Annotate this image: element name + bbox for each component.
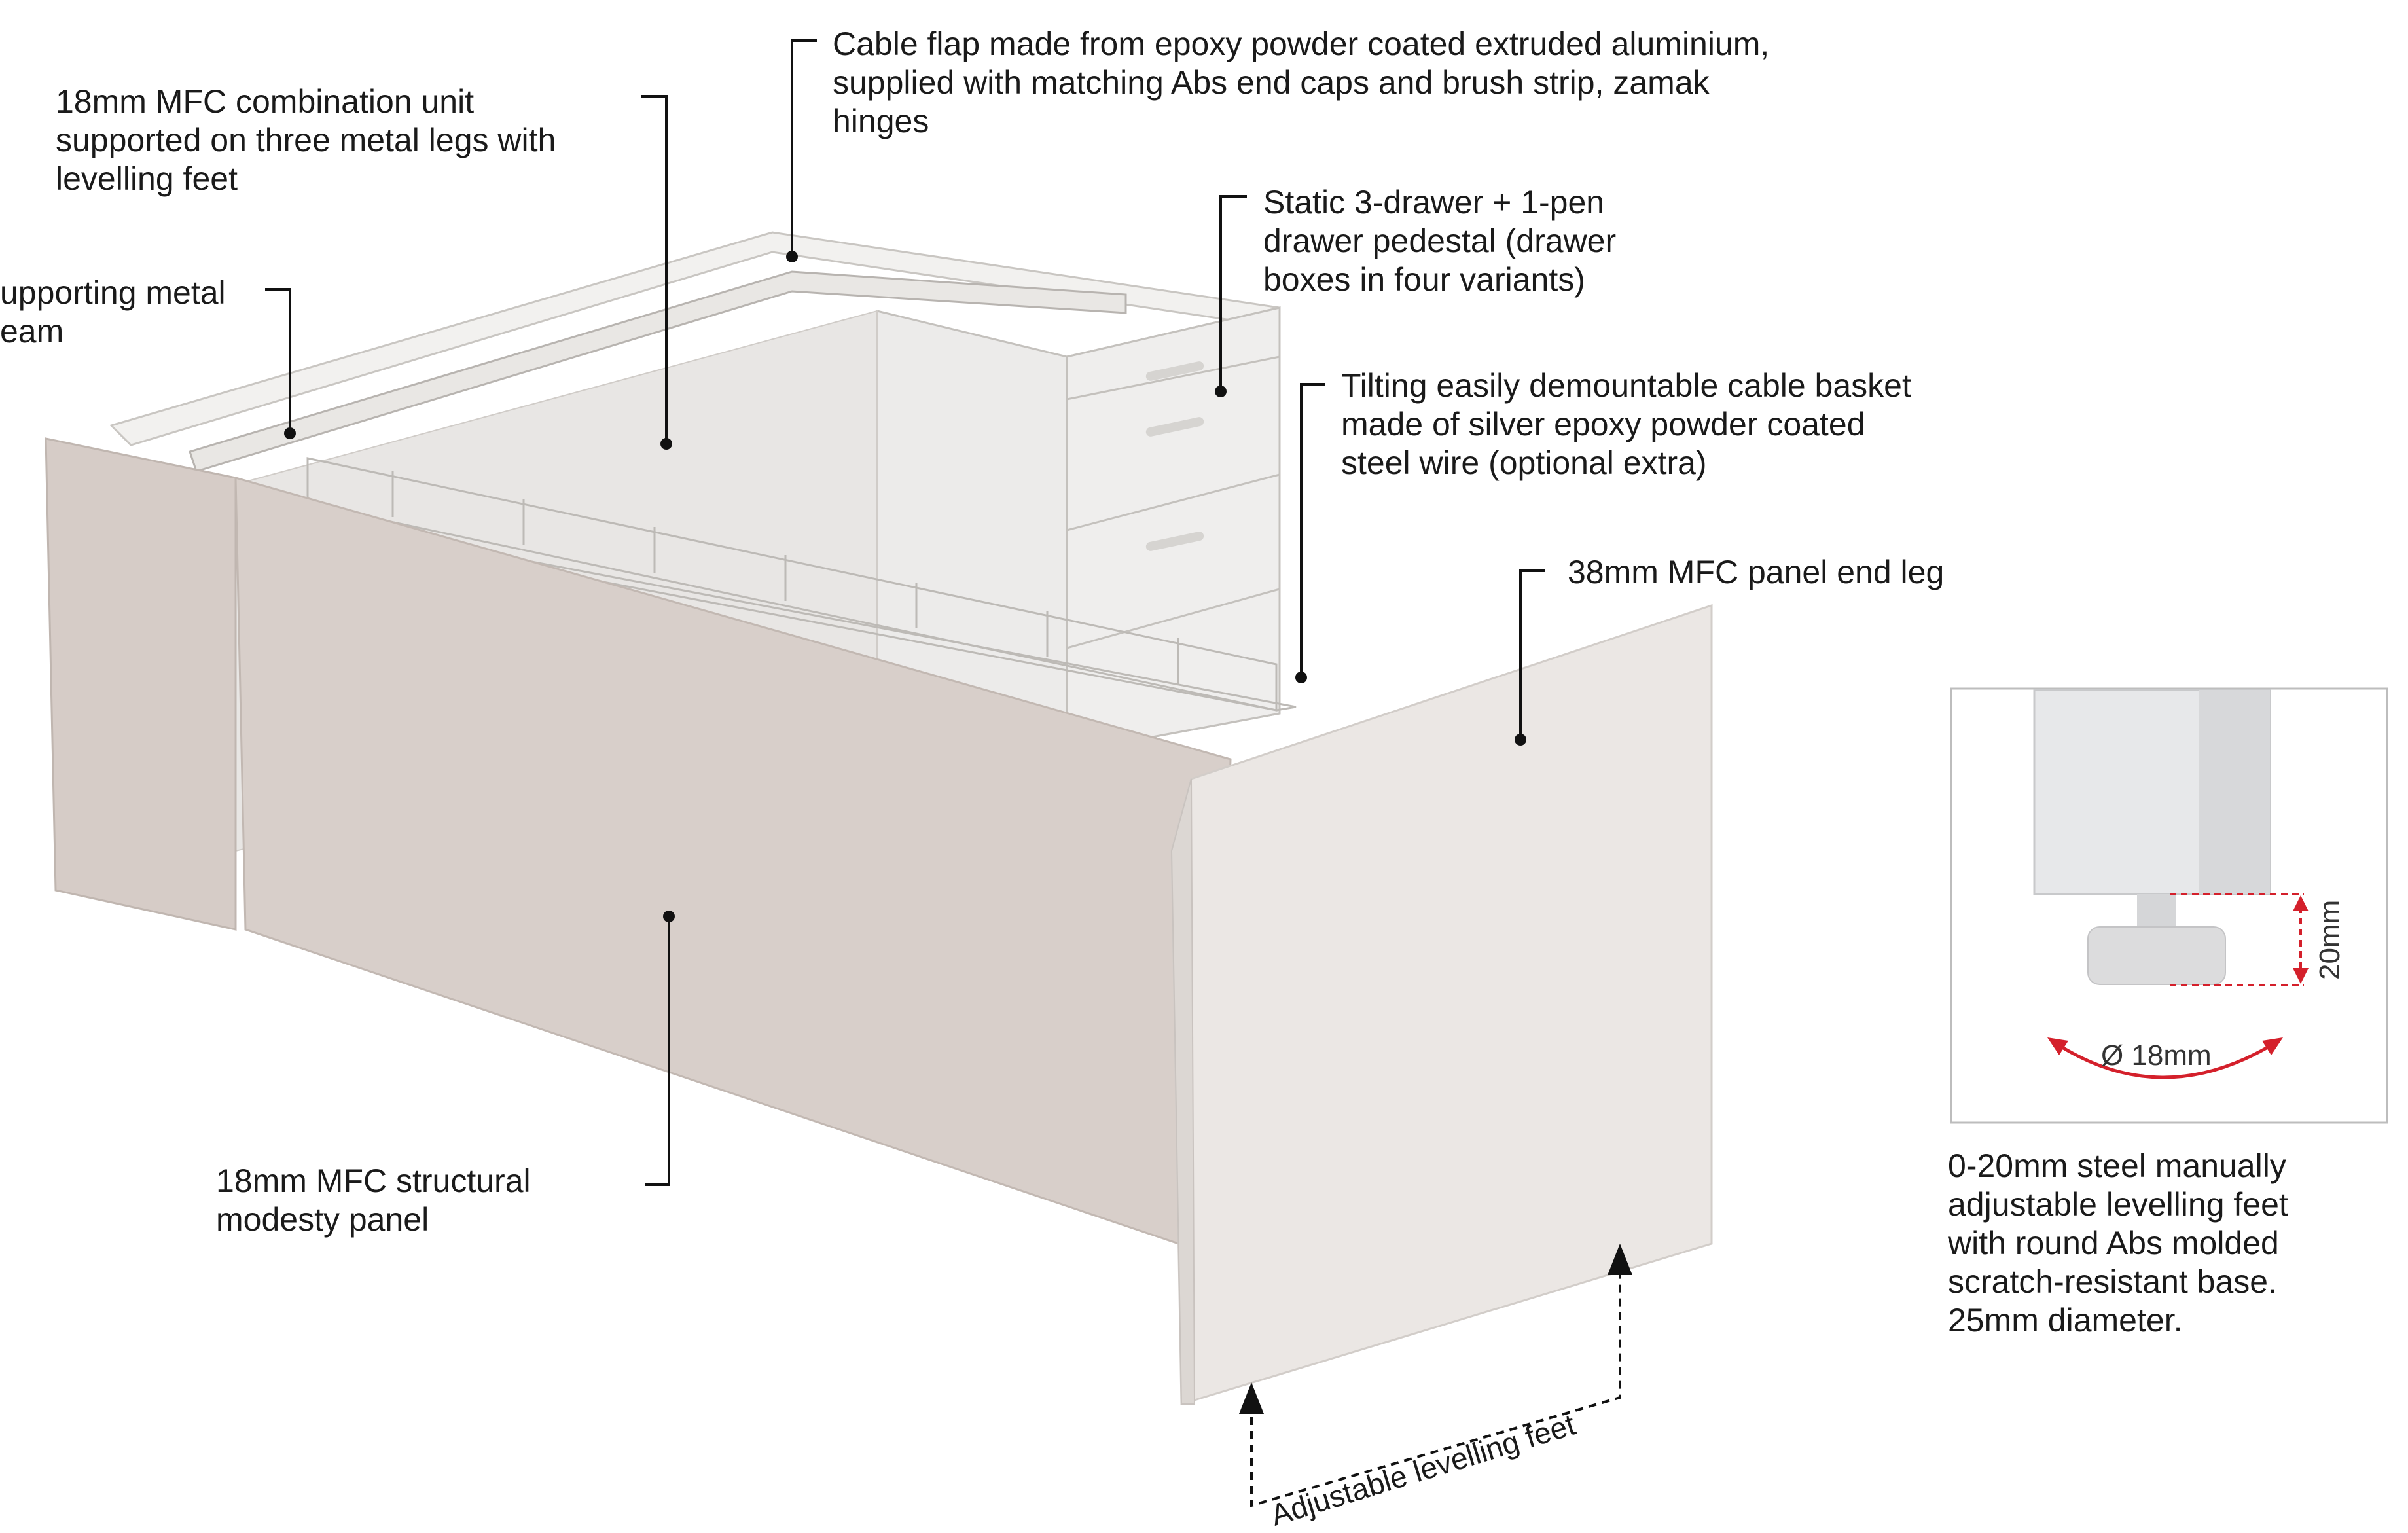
leader-cable-basket xyxy=(1300,383,1325,677)
inset-height-label: 20mm xyxy=(2314,899,2346,980)
leader-combination-unit xyxy=(641,95,668,444)
leader-dot xyxy=(663,911,675,922)
leader-dot xyxy=(1295,672,1307,683)
leader-dot xyxy=(786,251,798,262)
side-panel xyxy=(45,437,237,931)
arrow-head xyxy=(2047,1037,2068,1055)
levelling-feet-indicator xyxy=(1250,1273,1621,1507)
arrow-head xyxy=(1608,1244,1632,1275)
arrow-head xyxy=(2293,895,2309,911)
leader-dot xyxy=(660,438,672,450)
drawer-handle xyxy=(1145,361,1204,381)
leader-dot xyxy=(1515,734,1526,746)
leader-cable-flap xyxy=(791,39,817,257)
label-pedestal: Static 3-drawer + 1-pen drawer pedestal … xyxy=(1263,184,1617,298)
drawer-handle xyxy=(1145,532,1204,551)
end-leg-panel xyxy=(1170,604,1713,1406)
leader-supporting-beam xyxy=(265,288,291,433)
leg-column-shade xyxy=(2199,690,2270,894)
leader-end-leg xyxy=(1519,569,1545,740)
label-supporting-beam: upporting metal eam xyxy=(0,274,226,350)
label-combination-unit: 18mm MFC combination unit supported on t… xyxy=(56,83,556,197)
leader-modesty-panel xyxy=(645,916,670,1186)
drawer-line xyxy=(1066,473,1280,532)
height-marker xyxy=(2170,893,2304,986)
leader-lines xyxy=(265,39,1545,1186)
diameter-arc xyxy=(2053,1040,2278,1079)
leader-pedestal xyxy=(1219,195,1247,391)
drawer-line xyxy=(1066,588,1280,649)
leader-dot xyxy=(1215,386,1227,397)
leader-dot xyxy=(284,427,296,439)
end-leg-edge xyxy=(1170,778,1196,1405)
inset-diameter-label: Ø 18mm xyxy=(2101,1039,2212,1072)
arrow-head xyxy=(2262,1037,2283,1055)
leader-dots xyxy=(284,251,1526,922)
arrow-head xyxy=(2293,968,2309,984)
label-modesty-panel: 18mm MFC structural modesty panel xyxy=(216,1163,531,1238)
label-cable-basket: Tilting easily demountable cable basket … xyxy=(1341,367,1911,481)
inset-caption: 0-20mm steel manually adjustable levelli… xyxy=(1948,1147,2288,1339)
arrow-head xyxy=(1239,1382,1264,1414)
label-end-leg: 38mm MFC panel end leg xyxy=(1568,554,1945,590)
drawer-line xyxy=(1066,355,1280,401)
drawer-handle xyxy=(1145,417,1204,437)
foot-base xyxy=(2087,926,2226,985)
label-cable-flap: Cable flap made from epoxy powder coated… xyxy=(833,26,1770,139)
